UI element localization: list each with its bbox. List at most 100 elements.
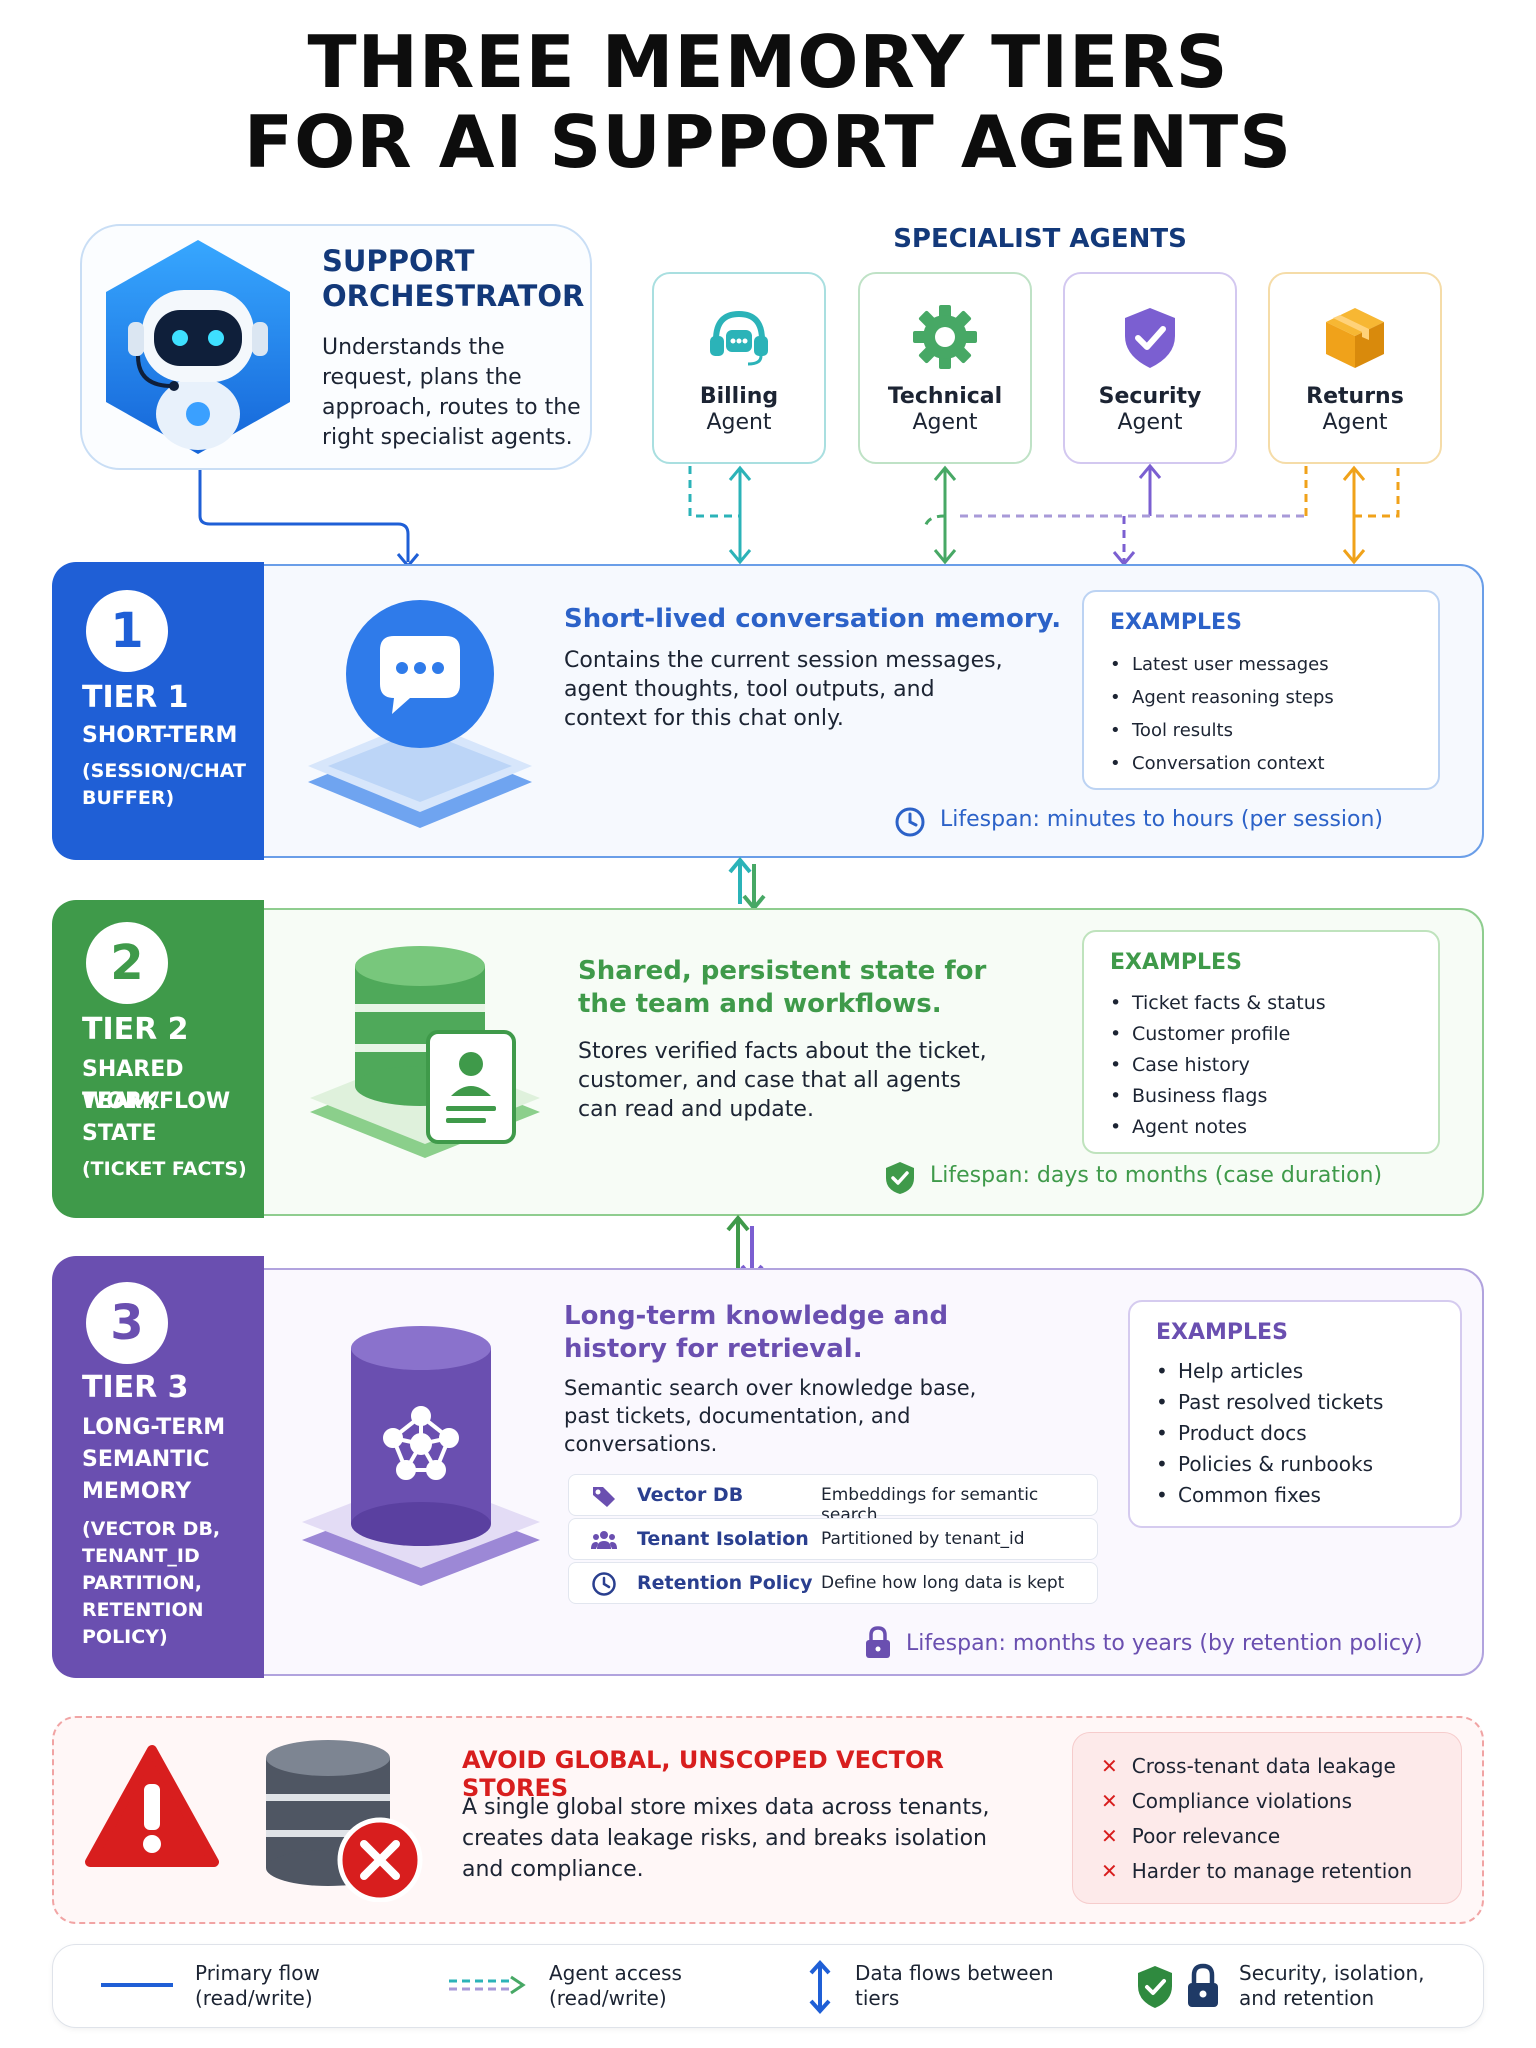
list-item: Business flags: [1110, 1081, 1326, 1112]
security-agent-label2: Agent: [1117, 410, 1183, 435]
tier3-examples-box: EXAMPLES Help articles Past resolved tic…: [1128, 1300, 1462, 1528]
legend-agent-access: Agent access (read/write): [549, 1961, 682, 2011]
vector-db-label: Vector DB: [637, 1484, 744, 1506]
vector-db-row: Vector DB Embeddings for semantic search: [568, 1474, 1098, 1525]
tier3-subtitle2-line4: RETENTION: [82, 1599, 204, 1621]
list-item: Agent notes: [1110, 1112, 1326, 1143]
tier2-number: 2: [86, 922, 168, 1004]
tier2-lifespan: Lifespan: days to months (case duration): [930, 1163, 1383, 1188]
list-item: Conversation context: [1110, 747, 1334, 780]
list-item: Product docs: [1156, 1418, 1383, 1449]
database-error-icon: [266, 1740, 423, 1902]
tier1-lifespan: Lifespan: minutes to hours (per session): [940, 807, 1384, 832]
tier2-examples-box: EXAMPLES Ticket facts & status Customer …: [1082, 930, 1440, 1154]
security-agent-label: Security: [1098, 384, 1202, 409]
billing-agent-label2: Agent: [706, 410, 772, 435]
shield-check-icon: [1125, 308, 1175, 368]
tier3-subtitle2-line3: PARTITION,: [82, 1572, 202, 1594]
list-item: ✕Poor relevance: [1101, 1819, 1412, 1854]
tier1-examples-title: EXAMPLES: [1110, 610, 1242, 635]
tier1-subtitle2-line1: (SESSION/CHAT: [82, 760, 246, 782]
list-item: Customer profile: [1110, 1019, 1326, 1050]
orchestrator-title-line2: ORCHESTRATOR: [322, 279, 585, 313]
orchestrator-title-line1: SUPPORT: [322, 244, 475, 278]
tier1-sidebar: 1 TIER 1 SHORT-TERM (SESSION/CHAT BUFFER…: [52, 562, 264, 860]
orchestrator-title: SUPPORT ORCHESTRATOR: [322, 244, 585, 314]
primary-flow-line-icon: [101, 1983, 173, 1987]
chat-bubble-icon: [308, 600, 532, 828]
list-item: Agent reasoning steps: [1110, 681, 1334, 714]
tier3-subtitle2-line2: TENANT_ID: [82, 1545, 200, 1567]
tier2-subtitle-line1: SHARED TEAM/: [82, 1057, 184, 1114]
tier2-sidebar: 2 TIER 2 SHARED TEAM/ WORKFLOW STATE (TI…: [52, 900, 264, 1218]
tier1-body: Contains the current session messages, a…: [564, 648, 1003, 731]
clock-icon: [592, 1572, 616, 1596]
list-item: Policies & runbooks: [1156, 1449, 1383, 1480]
risk-text: Poor relevance: [1131, 1824, 1281, 1848]
warning-risks-box: ✕Cross-tenant data leakage ✕Compliance v…: [1072, 1732, 1462, 1904]
tier2-name: TIER 2: [82, 1012, 189, 1047]
agent-access-dashed-arrow-icon: [449, 1975, 526, 1995]
tier3-subtitle2-line5: POLICY): [82, 1626, 168, 1648]
gear-icon: [913, 305, 977, 369]
lock-icon: [866, 1626, 890, 1658]
retention-policy-value: Define how long data is kept: [821, 1573, 1065, 1593]
list-item: Ticket facts & status: [1110, 988, 1326, 1019]
warning-body: A single global store mixes data across …: [462, 1795, 990, 1882]
retention-policy-label: Retention Policy: [637, 1572, 813, 1594]
tier2-subtitle-line3: STATE: [82, 1121, 157, 1146]
tier1-tier2-flow-arrows: [728, 856, 766, 912]
list-item: ✕Compliance violations: [1101, 1784, 1412, 1819]
list-item: ✕Cross-tenant data leakage: [1101, 1749, 1412, 1784]
tier3-sidebar: 3 TIER 3 LONG-TERM SEMANTIC MEMORY (VECT…: [52, 1256, 264, 1678]
legend-tiers-line2: tiers: [855, 1986, 900, 2010]
clock-icon: [895, 807, 925, 837]
tier2-body: Stores verified facts about the ticket, …: [578, 1039, 987, 1122]
tier1-examples-list: Latest user messages Agent reasoning ste…: [1110, 648, 1334, 780]
tier3-name: TIER 3: [82, 1370, 189, 1405]
tier3-subtitle-line1: LONG-TERM: [82, 1415, 226, 1440]
legend-primary-line1: Primary flow: [195, 1961, 320, 1985]
legend: Primary flow (read/write) Agent access (…: [52, 1944, 1484, 2028]
tier1-name: TIER 1: [82, 680, 189, 715]
warning-triangle-icon: [85, 1745, 219, 1867]
tenant-isolation-label: Tenant Isolation: [637, 1528, 809, 1550]
list-item: Common fixes: [1156, 1480, 1383, 1511]
tier3-lifespan: Lifespan: months to years (by retention …: [906, 1631, 1423, 1656]
tier3-examples-title: EXAMPLES: [1156, 1320, 1288, 1345]
tier3-number: 3: [86, 1282, 168, 1364]
users-icon: [591, 1531, 617, 1549]
close-icon: ✕: [1101, 1859, 1118, 1883]
retention-policy-row: Retention Policy Define how long data is…: [568, 1562, 1098, 1604]
legend-data-flows: Data flows between tiers: [855, 1961, 1054, 2011]
tier2-subtitle-line2: WORKFLOW: [82, 1089, 231, 1114]
tenant-isolation-value: Partitioned by tenant_id: [821, 1529, 1025, 1549]
bidirectional-arrow-icon: [809, 1960, 831, 2014]
tier3-subtitle-line2: SEMANTIC: [82, 1447, 210, 1472]
tier1-subtitle2-line2: BUFFER): [82, 787, 175, 809]
tier2-subtitle2: (TICKET FACTS): [82, 1158, 247, 1180]
list-item: ✕Harder to manage retention: [1101, 1854, 1412, 1889]
agent-connectors: [198, 463, 1400, 569]
tier3-subtitle2-line1: (VECTOR DB,: [82, 1518, 221, 1540]
tier2-heading: Shared, persistent state for the team an…: [578, 956, 987, 1019]
technical-agent-label: Technical: [887, 384, 1003, 409]
tier2-examples-title: EXAMPLES: [1110, 950, 1242, 975]
tag-icon: [593, 1487, 615, 1507]
vector-database-icon: [302, 1326, 540, 1586]
legend-primary-flow: Primary flow (read/write): [195, 1961, 320, 2011]
list-item: Past resolved tickets: [1156, 1387, 1383, 1418]
risk-text: Compliance violations: [1131, 1789, 1353, 1813]
legend-agent-line1: Agent access: [549, 1961, 682, 1985]
warning-risks-list: ✕Cross-tenant data leakage ✕Compliance v…: [1101, 1749, 1412, 1889]
list-item: Case history: [1110, 1050, 1326, 1081]
lock-icon: [1188, 1963, 1218, 2007]
tier3-examples-list: Help articles Past resolved tickets Prod…: [1156, 1356, 1383, 1511]
risk-text: Cross-tenant data leakage: [1131, 1754, 1396, 1778]
legend-security: Security, isolation, and retention: [1239, 1961, 1425, 2011]
tier3-heading: Long-term knowledge and history for retr…: [564, 1301, 949, 1364]
legend-tiers-line1: Data flows between: [855, 1961, 1054, 1985]
